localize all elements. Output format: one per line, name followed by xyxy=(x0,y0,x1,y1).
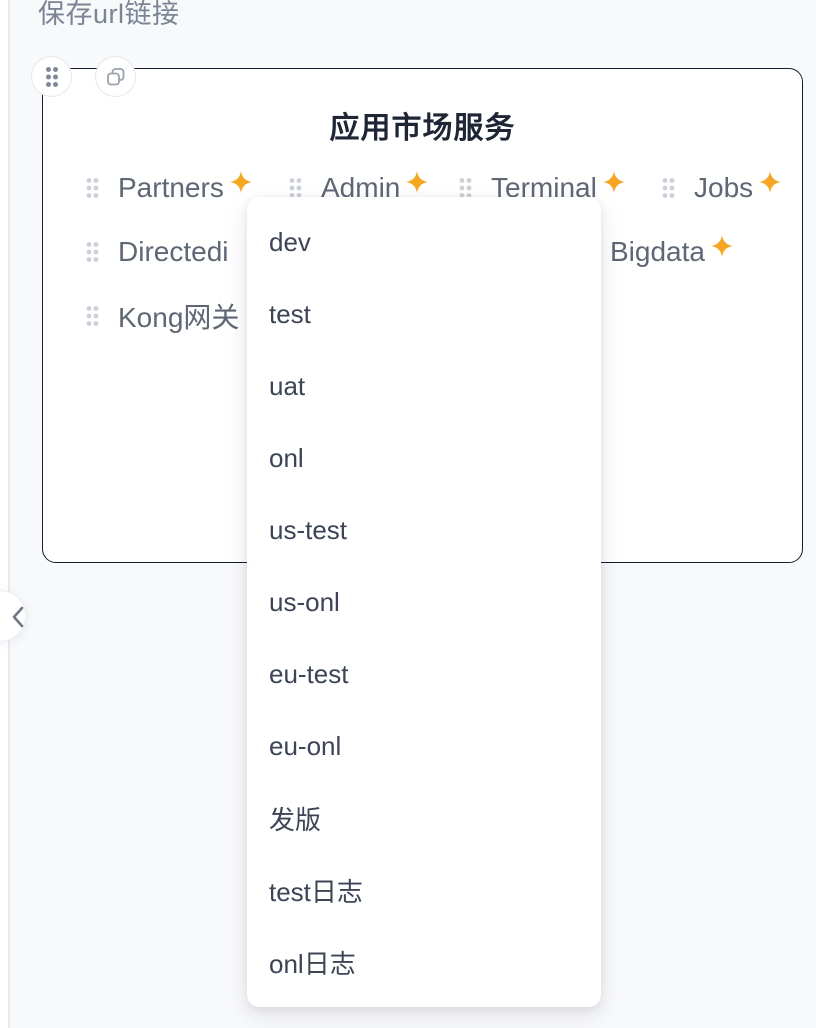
copy-icon xyxy=(106,67,126,87)
menu-option-us-test[interactable]: us-test xyxy=(269,514,348,545)
menu-option-release[interactable]: 发版 xyxy=(269,804,322,835)
service-item-partners[interactable]: Partners xyxy=(85,169,253,207)
drag-handle-icon[interactable] xyxy=(85,177,100,199)
menu-option-onl[interactable]: onl xyxy=(269,442,304,473)
menu-option-dev[interactable]: dev xyxy=(269,226,311,257)
service-label: Jobs xyxy=(694,172,754,203)
sparkle-star-icon xyxy=(710,234,734,258)
service-label: Partners xyxy=(118,172,224,203)
drag-handle-icon[interactable] xyxy=(288,177,303,199)
card-title: 应用市场服务 xyxy=(329,112,516,145)
menu-option-uat[interactable]: uat xyxy=(269,370,306,401)
menu-option-eu-onl[interactable]: eu-onl xyxy=(269,730,342,761)
sparkle-star-icon xyxy=(602,170,626,194)
drag-handle-icon xyxy=(44,65,60,89)
drag-handle-icon[interactable] xyxy=(85,305,100,327)
menu-option-test-log[interactable]: test日志 xyxy=(269,876,363,907)
menu-option-onl-log[interactable]: onl日志 xyxy=(269,948,356,979)
sparkle-star-icon xyxy=(229,170,253,194)
card-drag-button[interactable] xyxy=(31,56,72,97)
service-item-jobs[interactable]: Jobs xyxy=(661,169,782,207)
menu-option-test[interactable]: test xyxy=(269,298,311,329)
menu-option-us-onl[interactable]: us-onl xyxy=(269,586,340,617)
card-copy-button[interactable] xyxy=(95,56,136,97)
service-label: Kong网关 xyxy=(118,302,240,333)
drag-handle-icon[interactable] xyxy=(458,177,473,199)
service-item-directedi[interactable]: Directedi xyxy=(85,233,228,271)
menu-option-eu-test[interactable]: eu-test xyxy=(269,658,349,689)
service-item-kong-gateway[interactable]: Kong网关 xyxy=(85,297,239,335)
environment-dropdown-menu: dev test uat onl us-test us-onl eu-test … xyxy=(247,197,601,1007)
service-label: Directedi xyxy=(118,236,229,267)
panel-divider-line xyxy=(8,0,10,1028)
sparkle-star-icon xyxy=(405,170,429,194)
page-title: 保存url链接 xyxy=(38,0,180,29)
service-label: Bigdata xyxy=(610,236,705,267)
drag-handle-icon[interactable] xyxy=(661,177,676,199)
drag-handle-icon[interactable] xyxy=(85,241,100,263)
sparkle-star-icon xyxy=(758,170,782,194)
